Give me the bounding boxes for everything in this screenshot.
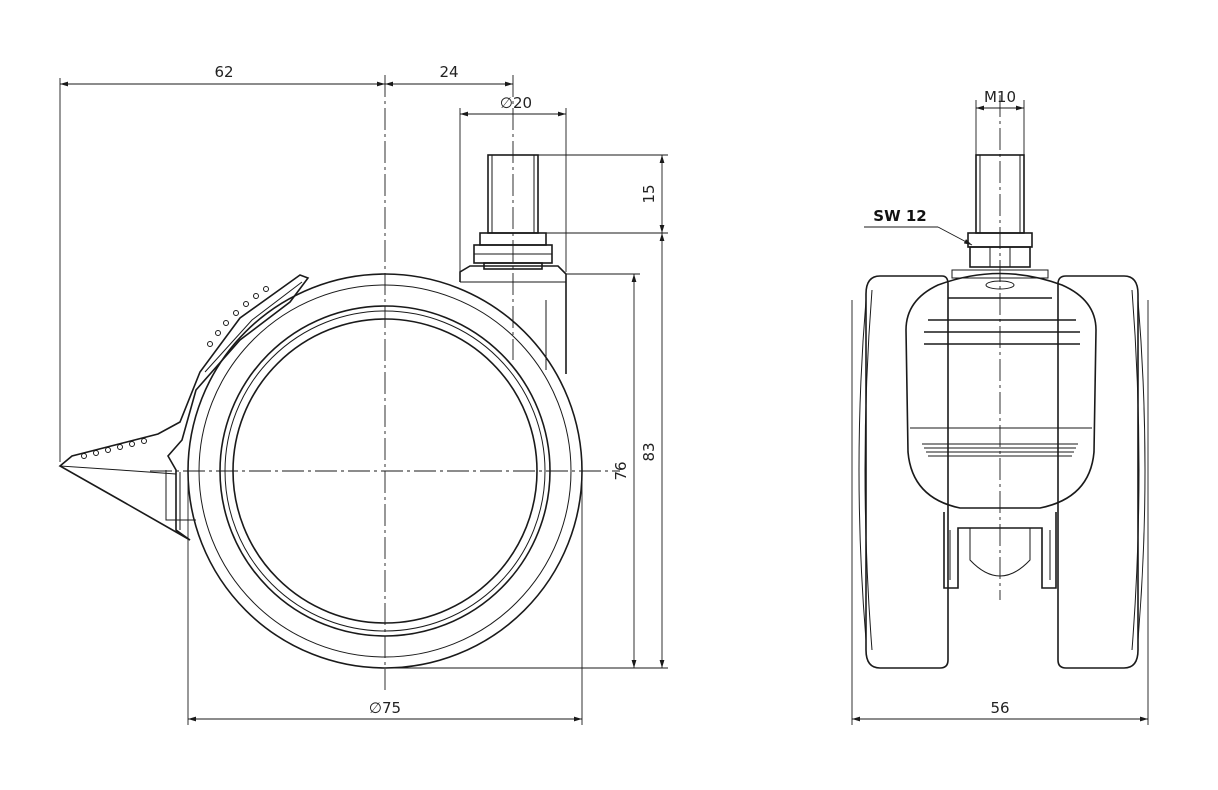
dim-83-label: 83 (640, 442, 658, 461)
dim-stem-diameter: ∅20 (459, 94, 567, 272)
dim-wheel-diameter-label: ∅75 (369, 699, 401, 717)
dim-m10: M10 (975, 88, 1025, 155)
dim-24: 24 (385, 63, 513, 87)
side-view: 62 24 ∅20 15 76 (58, 63, 668, 725)
side-centerlines (150, 75, 620, 690)
housing-front (905, 269, 1097, 509)
brake-lever (58, 274, 310, 541)
dim-62: 62 (59, 63, 385, 462)
dim-24-label: 24 (439, 63, 458, 81)
dim-83: 83 (640, 233, 665, 668)
dim-76-label: 76 (612, 461, 630, 480)
label-sw12-text: SW 12 (873, 207, 926, 225)
dim-stem-diameter-label: ∅20 (500, 94, 532, 112)
dim-56: 56 (851, 300, 1149, 725)
front-view: M10 SW 12 56 (851, 88, 1149, 725)
label-sw12: SW 12 (864, 207, 973, 246)
dim-56-label: 56 (990, 699, 1009, 717)
dim-m10-label: M10 (984, 88, 1016, 106)
dim-62-label: 62 (214, 63, 233, 81)
lever-ridges (81, 286, 269, 459)
right-wheel-front (1057, 275, 1146, 669)
dim-15: 15 (538, 154, 668, 234)
left-wheel-front (858, 275, 949, 669)
dim-76: 76 (385, 273, 668, 669)
dim-15-label: 15 (640, 184, 658, 203)
housing-ribs (922, 297, 1080, 457)
dim-wheel-diameter: ∅75 (187, 471, 583, 725)
